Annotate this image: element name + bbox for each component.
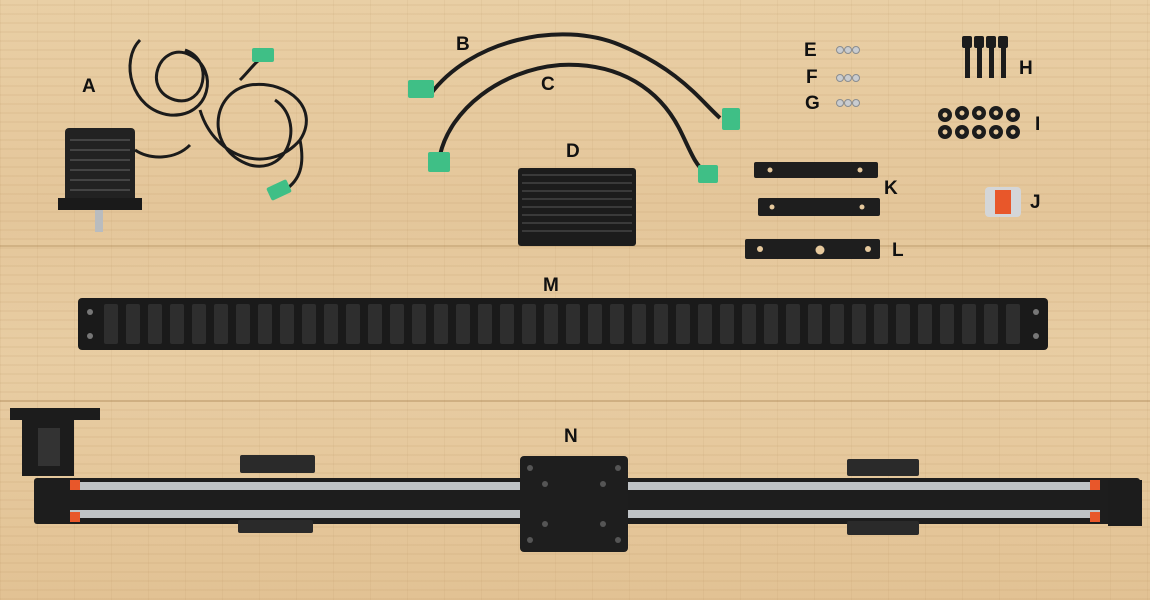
chain-link — [126, 304, 140, 344]
chain-link — [786, 304, 800, 344]
chain-link — [698, 304, 712, 344]
chain-link — [896, 304, 910, 344]
chain-link — [676, 304, 690, 344]
chain-link — [632, 304, 646, 344]
heatsink-driver-icon — [518, 168, 636, 246]
label-k: K — [884, 178, 898, 199]
stepper-motor-icon — [58, 38, 308, 232]
chain-link — [214, 304, 228, 344]
label-j: J — [1030, 192, 1041, 213]
label-m: M — [543, 275, 559, 296]
plate-icon — [745, 162, 880, 259]
label-n: N — [564, 426, 578, 447]
chain-link — [566, 304, 580, 344]
chain-link — [500, 304, 514, 344]
linear-rail-icon — [10, 408, 1142, 552]
coupler-icon — [985, 187, 1021, 217]
chain-link — [412, 304, 426, 344]
chain-link — [1006, 304, 1020, 344]
chain-link — [324, 304, 338, 344]
chain-link — [192, 304, 206, 344]
chain-link — [104, 304, 118, 344]
chain-link — [456, 304, 470, 344]
drag-chain-icon — [78, 298, 1048, 350]
label-c: C — [541, 74, 555, 95]
bolt-icon — [962, 36, 1008, 78]
chain-link — [764, 304, 778, 344]
chain-link — [940, 304, 954, 344]
label-f: F — [806, 67, 818, 88]
chain-link — [368, 304, 382, 344]
chain-link — [148, 304, 162, 344]
chain-link — [830, 304, 844, 344]
chain-link — [742, 304, 756, 344]
label-a: A — [82, 76, 96, 97]
chain-link — [522, 304, 536, 344]
chain-link — [654, 304, 668, 344]
label-i: I — [1035, 114, 1041, 135]
chain-link — [434, 304, 448, 344]
chain-link — [346, 304, 360, 344]
screw-icon — [836, 46, 860, 107]
connector-icon — [408, 80, 740, 183]
chain-link — [984, 304, 998, 344]
chain-link — [610, 304, 624, 344]
chain-link — [874, 304, 888, 344]
chain-link — [588, 304, 602, 344]
chain-link — [808, 304, 822, 344]
label-d: D — [566, 141, 580, 162]
chain-link — [544, 304, 558, 344]
label-h: H — [1019, 58, 1033, 79]
chain-link — [852, 304, 866, 344]
chain-link — [170, 304, 184, 344]
chain-link — [962, 304, 976, 344]
label-e: E — [804, 40, 817, 61]
wood-seam — [0, 400, 1150, 402]
label-g: G — [805, 93, 820, 114]
chain-link — [236, 304, 250, 344]
chain-link — [478, 304, 492, 344]
label-b: B — [456, 34, 470, 55]
label-l: L — [892, 240, 904, 261]
chain-link — [720, 304, 734, 344]
chain-link — [302, 304, 316, 344]
chain-link — [390, 304, 404, 344]
chain-link — [258, 304, 272, 344]
chain-link — [280, 304, 294, 344]
cable-icon — [428, 32, 722, 174]
chain-link — [918, 304, 932, 344]
